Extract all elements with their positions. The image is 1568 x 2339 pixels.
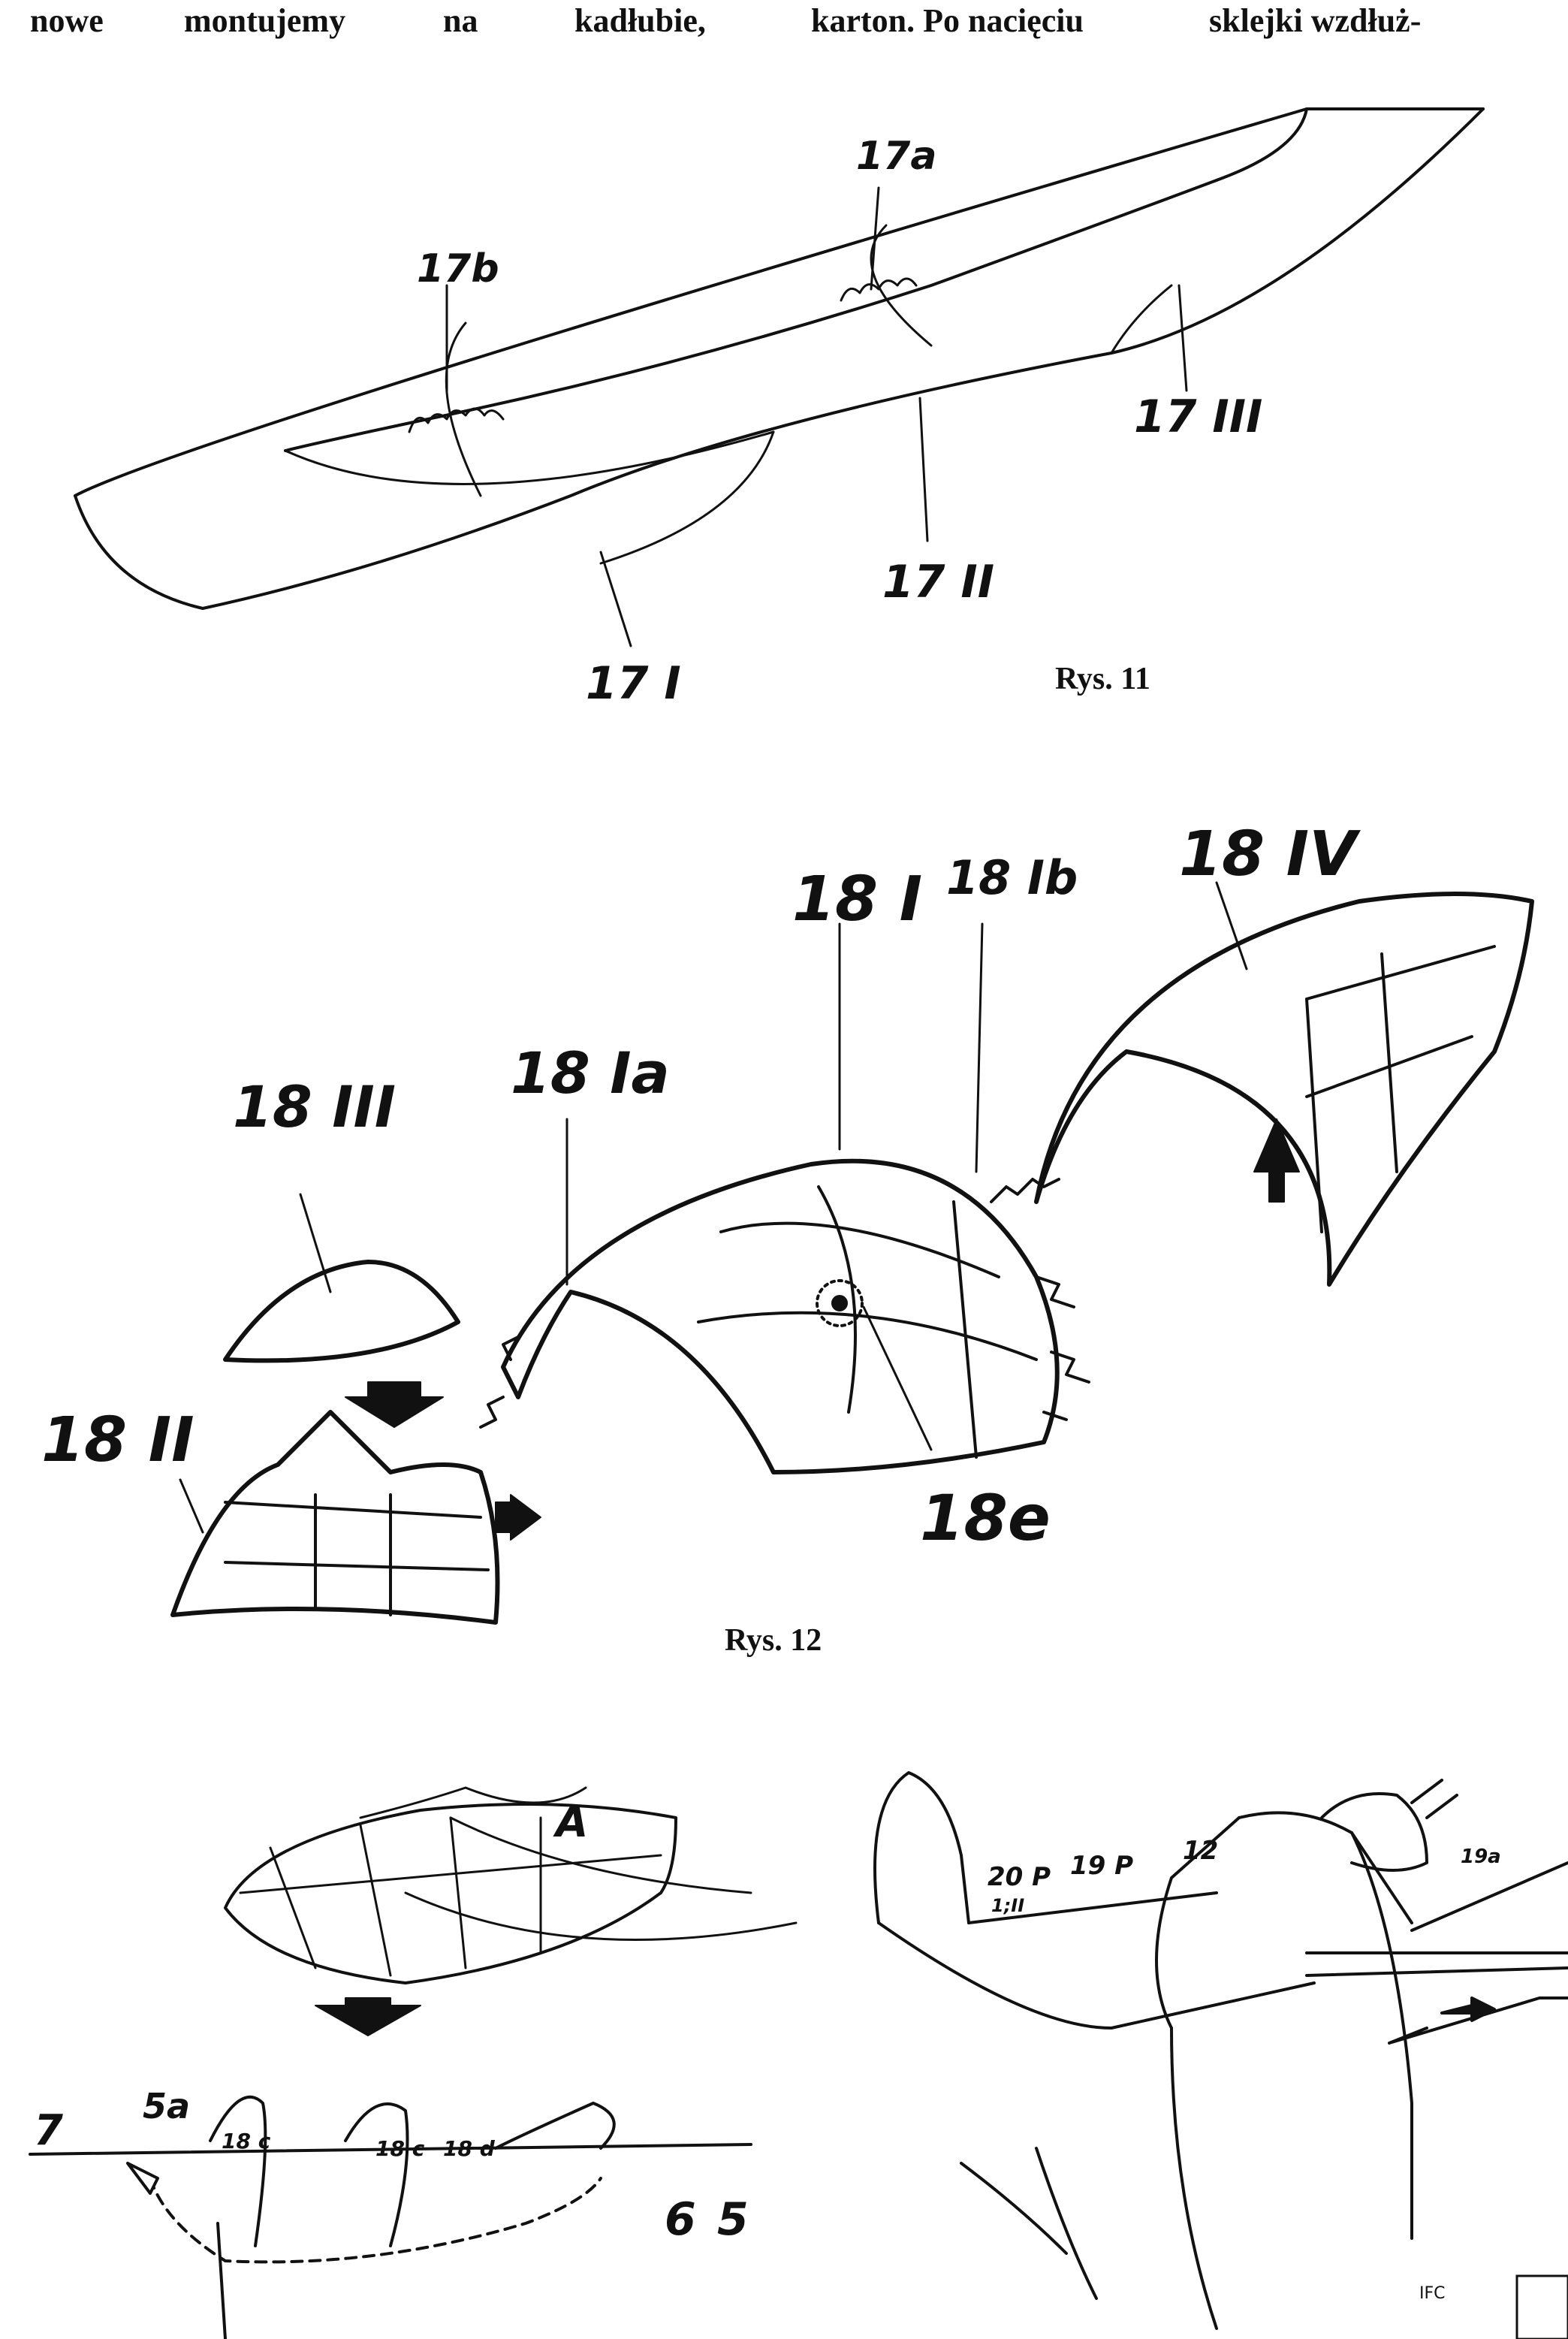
label-12: 12 <box>1183 1836 1218 1866</box>
header-word: nowe <box>30 2 104 39</box>
corner-box <box>1515 2274 1568 2339</box>
header-word: na <box>443 2 478 39</box>
label-18c: 18 c <box>222 2129 271 2153</box>
label-17b: 17b <box>417 246 499 291</box>
label-5: 5 <box>717 2193 749 2246</box>
label-19P: 19 P <box>1070 1851 1133 1881</box>
label-18-I: 18 I <box>792 864 922 935</box>
header-word: montujemy <box>184 2 346 39</box>
corner-mark: IFC <box>1419 2284 1446 2303</box>
label-18-III: 18 III <box>233 1073 396 1140</box>
figure-13-drawing <box>29 1786 798 2339</box>
label-18-Ib: 18 Ib <box>946 850 1078 905</box>
top-text-line: nowe montujemy na kadłubie, karton. Po n… <box>0 0 1568 45</box>
label-5a: 5a <box>143 2086 190 2126</box>
label-17a: 17a <box>856 134 936 179</box>
label-18-Ia: 18 Ia <box>511 1040 670 1106</box>
label-A: A <box>553 1798 588 1847</box>
figure-12-caption: Rys. 12 <box>725 1623 822 1658</box>
header-word: karton. Po nacięciu <box>811 2 1084 39</box>
header-word: sklejki wzdłuż- <box>1209 2 1422 39</box>
label-17-II: 17 II <box>882 556 994 608</box>
label-20P: 20 P <box>988 1862 1051 1892</box>
label-18c: 18 c <box>375 2136 425 2161</box>
label-19a: 19a <box>1461 1846 1501 1868</box>
header-word: kadłubie, <box>574 2 706 39</box>
label-18d: 18 d <box>443 2136 496 2161</box>
label-18-II: 18 II <box>41 1405 194 1476</box>
figure-11-drawing <box>74 107 1485 647</box>
label-7: 7 <box>34 2106 63 2155</box>
figure-12-drawing <box>170 881 1534 1625</box>
label-17-III: 17 III <box>1134 391 1262 443</box>
label-18-IV: 18 IV <box>1179 819 1361 890</box>
label-6: 6 <box>665 2193 696 2246</box>
label-1II: 1;II <box>991 1895 1024 1916</box>
figure-11-caption: Rys. 11 <box>1055 662 1150 696</box>
figure-14-drawing <box>873 1771 1568 2330</box>
label-17-I: 17 I <box>586 657 681 710</box>
label-18e: 18e <box>920 1481 1051 1555</box>
